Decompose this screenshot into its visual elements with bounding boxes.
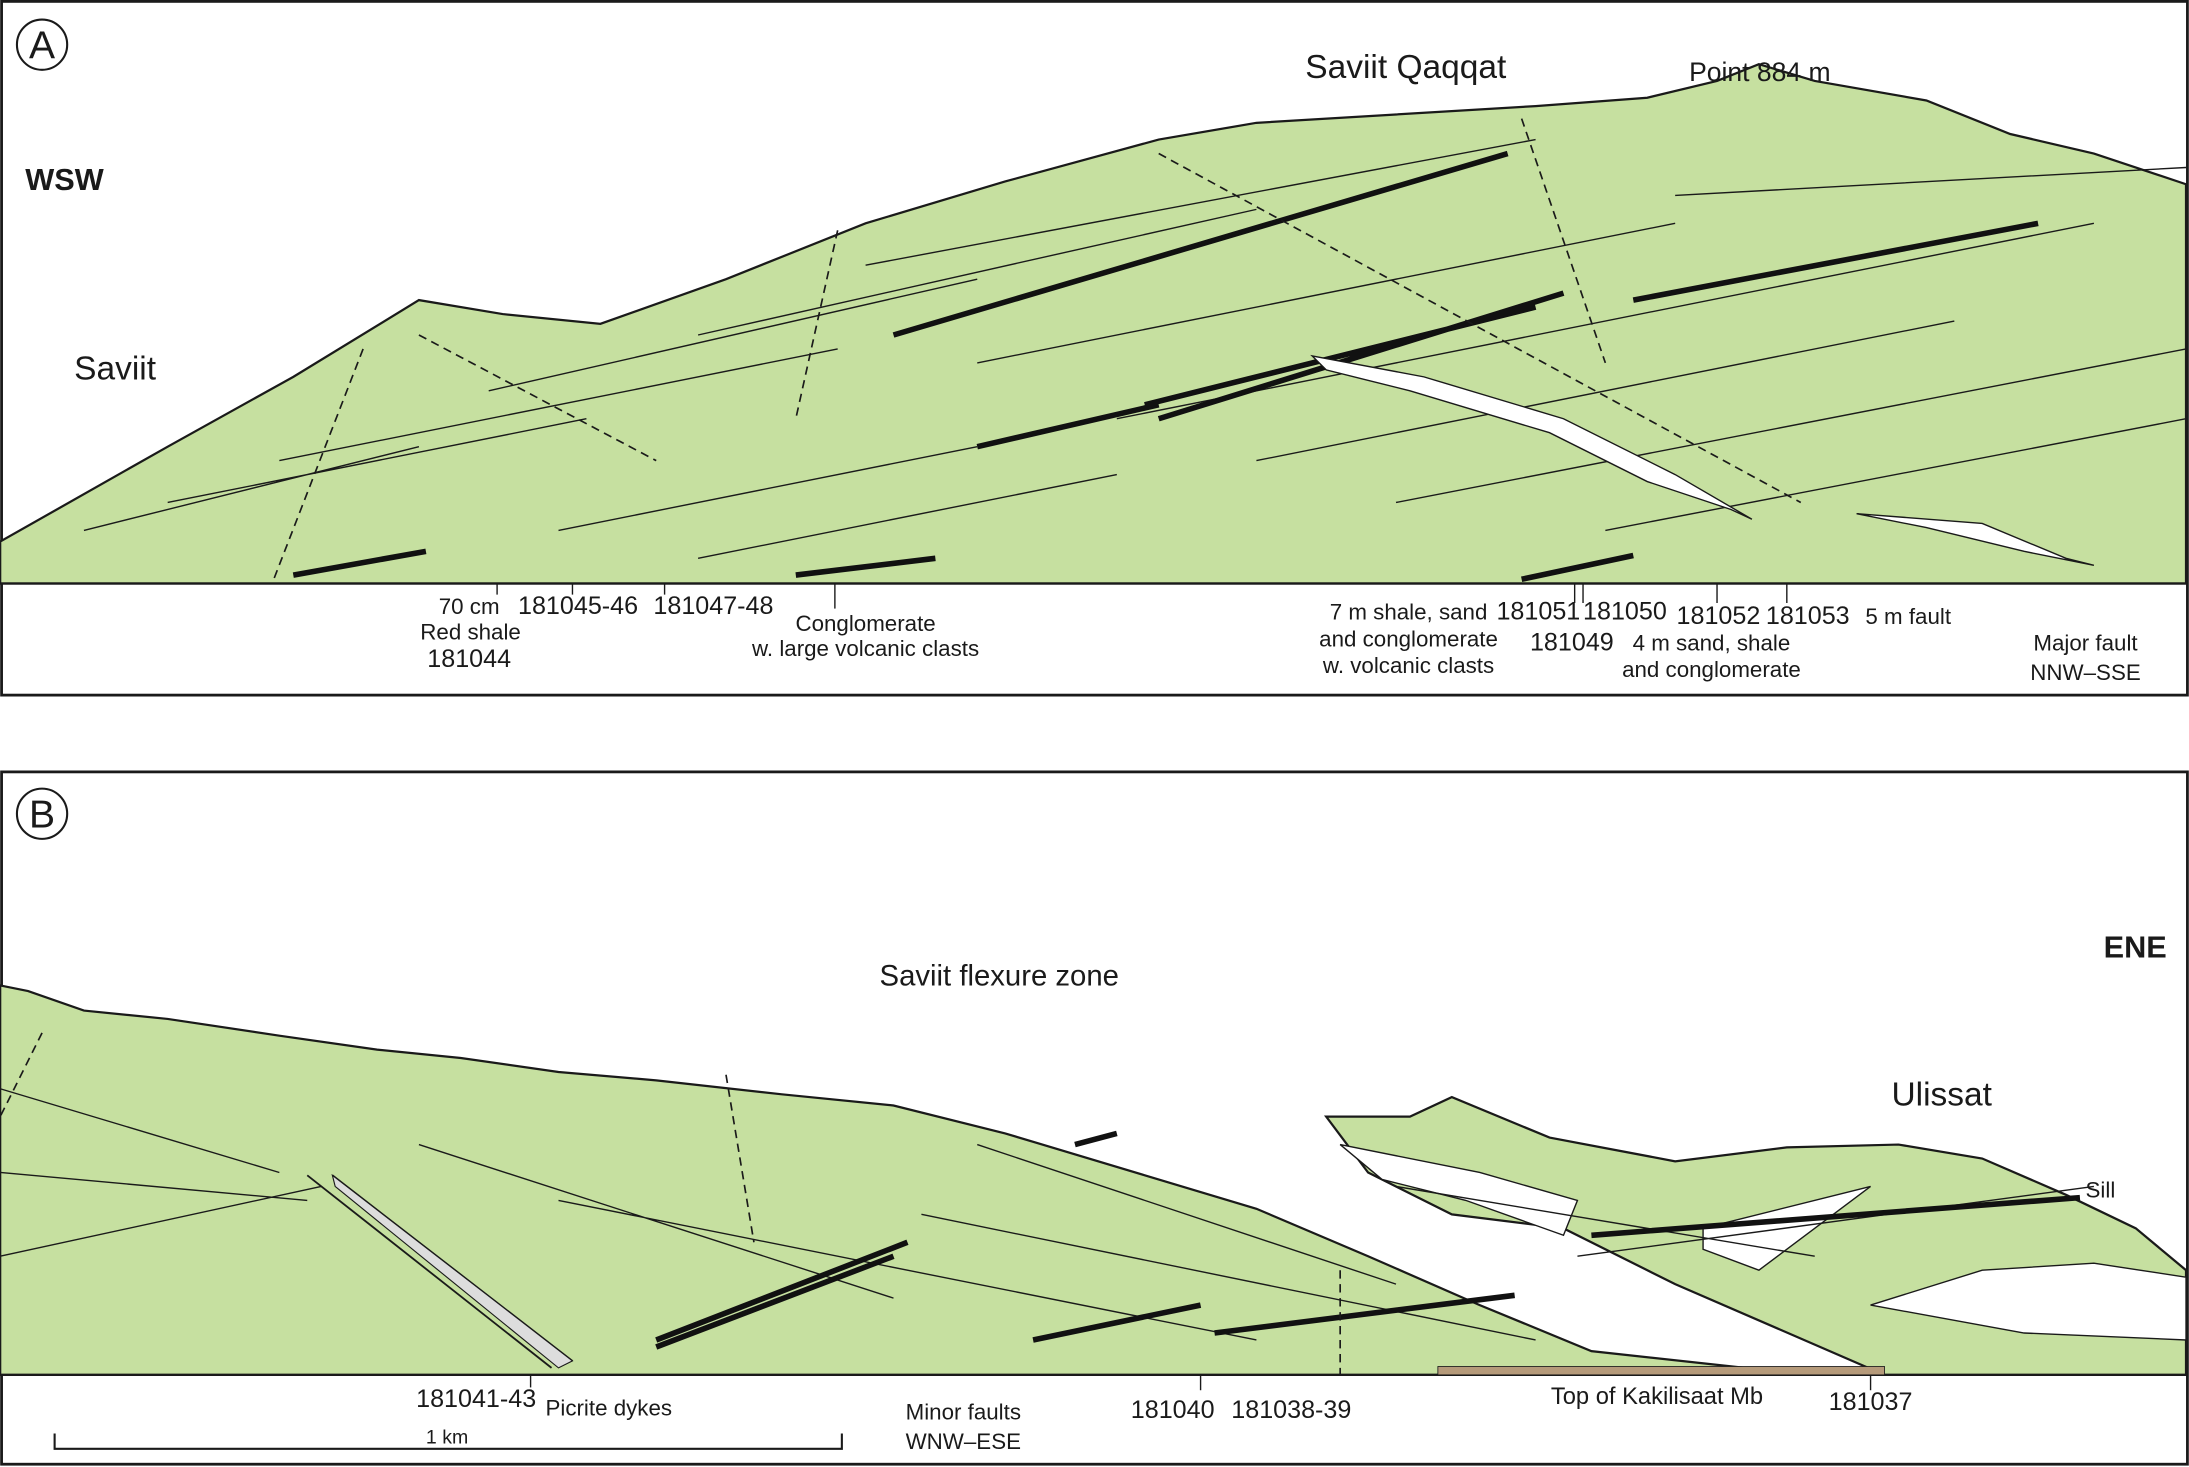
panel-b-terrain <box>0 984 1885 1376</box>
place-saviit: Saviit <box>74 351 157 388</box>
label-5m-fault: 5 m fault <box>1865 604 1951 629</box>
scale-bar-label: 1 km <box>426 1426 468 1448</box>
scale-bar: 1 km <box>53 1426 843 1450</box>
sample-181038-39: 181038-39 <box>1231 1396 1351 1424</box>
label-7m-conglomerate: and conglomerate <box>1319 626 1498 651</box>
sample-181040: 181040 <box>1131 1396 1215 1424</box>
place-ulissat: Ulissat <box>1892 1076 1993 1113</box>
direction-ene: ENE <box>2104 930 2167 965</box>
label-4m-sand: 4 m sand, shale <box>1633 630 1791 655</box>
label-7m-clasts: w. volcanic clasts <box>1322 653 1494 678</box>
label-top-kakilisaat: Top of Kakilisaat Mb <box>1551 1384 1763 1410</box>
panel-a: A WSW Saviit Saviit Qaqqat Point 884 m 7… <box>0 0 2189 697</box>
kakilisaat-member-layer <box>1437 1366 1885 1376</box>
sample-181051: 181051 <box>1496 598 1580 626</box>
label-minor-faults-direction: WNW–ESE <box>906 1429 1021 1454</box>
label-red-shale: Red shale <box>420 619 521 644</box>
label-minor-faults: Minor faults <box>906 1400 1021 1425</box>
label-sill: Sill <box>2086 1178 2116 1203</box>
panel-b-strata <box>0 1032 2187 1375</box>
label-conglomerate-clasts: w. large volcanic clasts <box>751 636 979 661</box>
panel-letter-circle <box>15 787 69 840</box>
sample-181047-48: 181047-48 <box>653 592 773 620</box>
panel-b: B ENE Saviit flexure zone Ulissat Sill 1… <box>0 770 2189 1466</box>
sample-181044: 181044 <box>427 645 511 673</box>
sample-181037: 181037 <box>1829 1388 1913 1416</box>
direction-wsw: WSW <box>25 162 103 197</box>
panel-a-letter: A <box>29 25 55 68</box>
sample-181050: 181050 <box>1583 598 1667 626</box>
sample-181053: 181053 <box>1766 602 1850 630</box>
sample-181045-46: 181045-46 <box>518 592 638 620</box>
panel-letter-circle <box>15 18 69 71</box>
label-7m-shale: 7 m shale, sand <box>1330 600 1488 625</box>
panel-a-strata <box>83 118 2187 582</box>
sample-181052: 181052 <box>1677 602 1761 630</box>
label-4m-conglomerate: and conglomerate <box>1622 657 1801 682</box>
place-saviit-qaqqat: Saviit Qaqqat <box>1305 49 1507 86</box>
label-picrite-dykes: Picrite dykes <box>545 1395 672 1420</box>
sample-181041-43: 181041-43 <box>416 1385 536 1413</box>
label-major-fault-direction: NNW–SSE <box>2030 660 2140 685</box>
place-point-884: Point 884 m <box>1689 57 1830 87</box>
place-saviit-flexure-zone: Saviit flexure zone <box>880 959 1119 992</box>
sample-181049: 181049 <box>1530 628 1614 656</box>
label-conglomerate: Conglomerate <box>795 611 935 636</box>
panel-b-sample-labels: 181041-43 Picrite dykes Minor faults WNW… <box>416 1374 1913 1454</box>
label-major-fault: Major fault <box>2033 630 2138 655</box>
label-70cm: 70 cm <box>439 594 500 619</box>
panel-a-sample-labels: 70 cm Red shale 181044 181045-46 181047-… <box>420 583 2141 685</box>
panel-b-letter: B <box>29 794 55 837</box>
panel-a-terrain <box>0 63 2188 585</box>
